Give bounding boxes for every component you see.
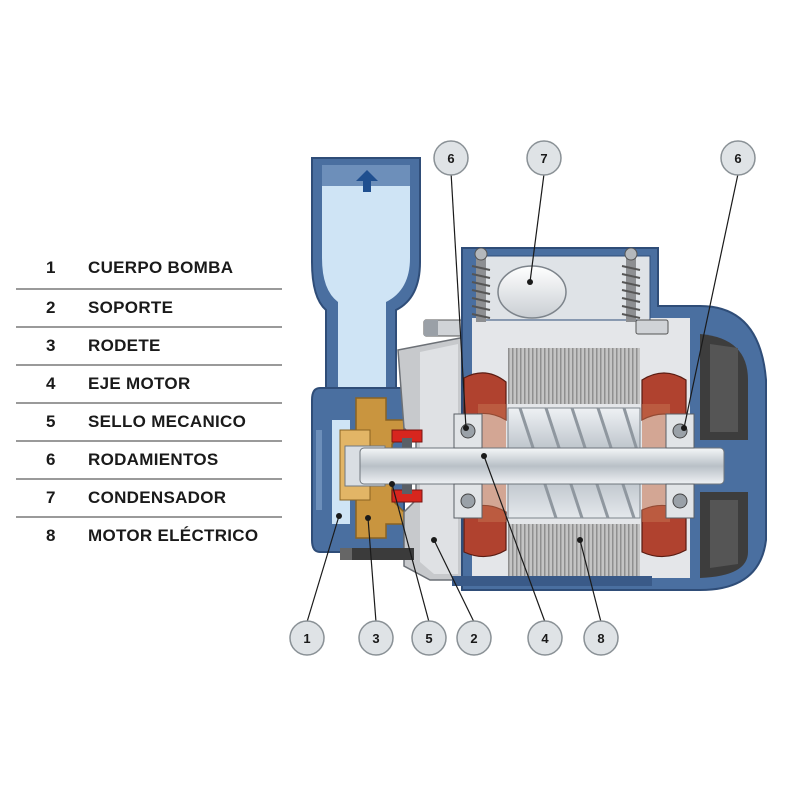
motor-base <box>452 576 652 586</box>
callout-4: 4 <box>527 620 563 656</box>
callout-label: 6 <box>447 151 454 166</box>
leader-lines <box>306 171 739 623</box>
legend-label: SELLO MECANICO <box>88 412 247 431</box>
callout-label: 7 <box>540 151 547 166</box>
legend-row-3: 3 RODETE <box>16 328 282 366</box>
legend-number: 6 <box>46 450 56 469</box>
flow-arrow-icon <box>356 170 378 192</box>
legend-row-5: 5 SELLO MECANICO <box>16 404 282 442</box>
leader-dots <box>336 279 687 543</box>
fan-cover <box>700 334 748 578</box>
legend-label: SOPORTE <box>88 298 174 317</box>
legend-number: 2 <box>46 298 56 317</box>
legend-row-7: 7 CONDENSADOR <box>16 480 282 518</box>
bolt-bottom-left <box>340 548 414 560</box>
callout-7: 7 <box>526 140 562 176</box>
legend-number: 7 <box>46 488 56 507</box>
legend-row-6: 6 RODAMIENTOS <box>16 442 282 480</box>
callout-label: 4 <box>541 631 549 646</box>
bolt-top-right <box>635 319 669 335</box>
legend-label: RODETE <box>88 336 161 355</box>
spring-left <box>471 247 491 322</box>
legend-number: 8 <box>46 526 56 545</box>
callout-8: 8 <box>583 620 619 656</box>
bearing-left <box>453 413 483 519</box>
callout-label: 8 <box>597 631 604 646</box>
legend-label: MOTOR ELÉCTRICO <box>88 526 259 545</box>
legend-number: 5 <box>46 412 56 431</box>
callout-2: 2 <box>456 620 492 656</box>
callout-5: 5 <box>411 620 447 656</box>
legend-number: 4 <box>46 374 56 393</box>
callout-3: 3 <box>358 620 394 656</box>
legend-label: CUERPO BOMBA <box>88 258 234 277</box>
legend-label: CONDENSADOR <box>88 488 227 507</box>
callout-label: 5 <box>425 631 432 646</box>
legend-label: RODAMIENTOS <box>88 450 219 469</box>
bolt-top-left <box>423 319 467 337</box>
motor-shaft <box>359 447 725 485</box>
legend-row-4: 4 EJE MOTOR <box>16 366 282 404</box>
callout-label: 6 <box>734 151 741 166</box>
spring-right <box>621 247 641 322</box>
legend-row-8: 8 MOTOR ELÉCTRICO <box>16 518 282 556</box>
callout-label: 1 <box>303 631 310 646</box>
callout-label: 3 <box>372 631 379 646</box>
component-legend: 1 CUERPO BOMBA 2 SOPORTE 3 RODETE 4 EJE … <box>16 250 282 556</box>
legend-number: 3 <box>46 336 56 355</box>
legend-number: 1 <box>46 258 56 277</box>
callout-6-right: 6 <box>720 140 756 176</box>
legend-label: EJE MOTOR <box>88 374 191 393</box>
stator <box>508 348 640 580</box>
callout-1: 1 <box>289 620 325 656</box>
legend-row-2: 2 SOPORTE <box>16 290 282 328</box>
legend-row-1: 1 CUERPO BOMBA <box>16 250 282 290</box>
capacitor <box>497 265 567 319</box>
callout-6-left: 6 <box>433 140 469 176</box>
bearing-right <box>665 413 695 519</box>
callout-label: 2 <box>470 631 477 646</box>
